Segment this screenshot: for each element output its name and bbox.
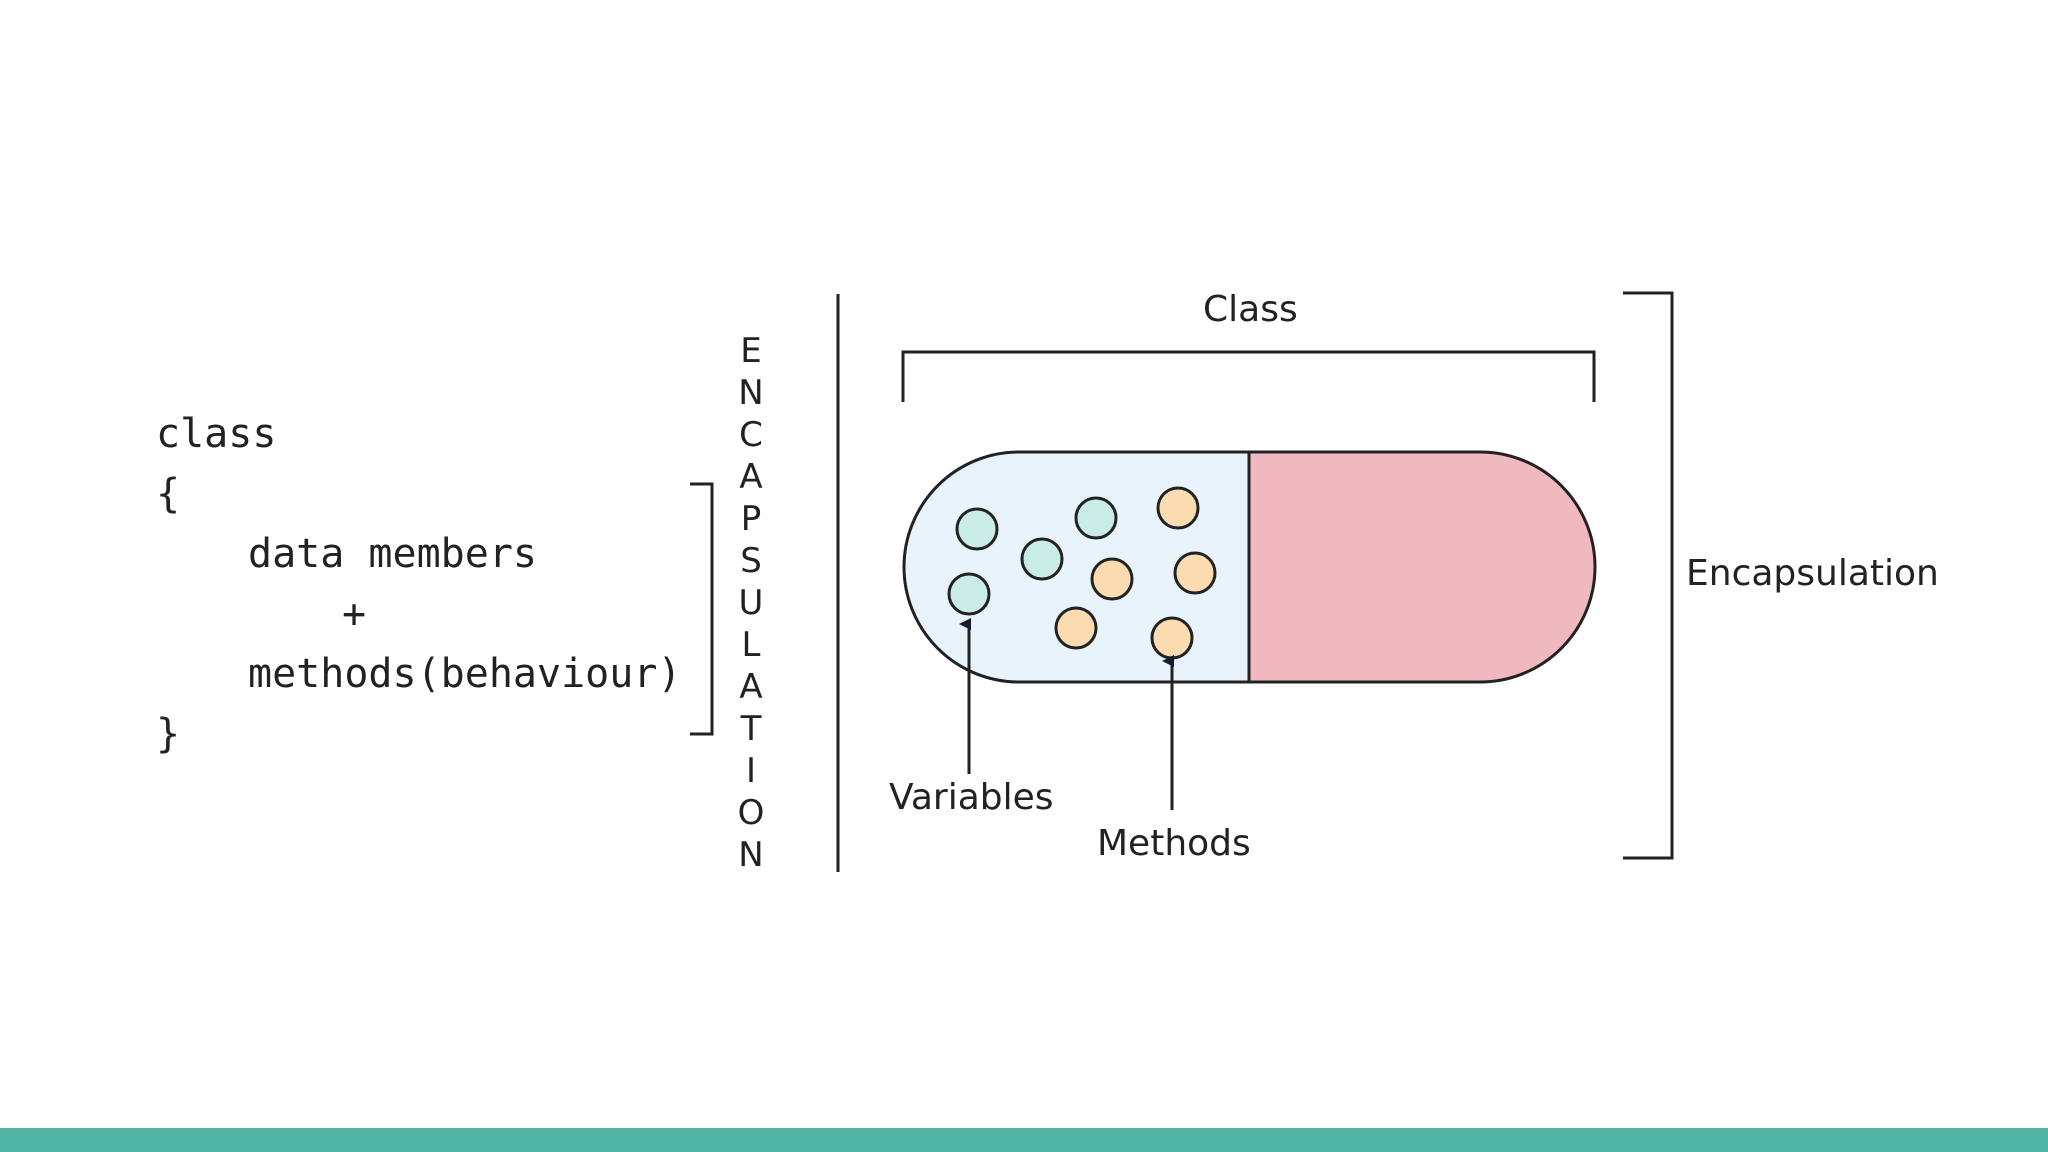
method-dot bbox=[1173, 551, 1217, 595]
method-dot bbox=[1150, 616, 1194, 660]
class-bracket bbox=[901, 350, 1596, 402]
vertical-letter: O bbox=[737, 793, 765, 833]
encapsulation-label: Encapsulation bbox=[1686, 553, 1939, 594]
vertical-letter: I bbox=[745, 751, 757, 791]
capsule-right-half bbox=[1249, 452, 1595, 682]
variable-dot bbox=[947, 572, 991, 616]
code-methods: methods(behaviour) bbox=[248, 651, 682, 697]
vertical-letter: N bbox=[738, 835, 764, 875]
vertical-letter: P bbox=[740, 499, 762, 539]
vertical-letter: N bbox=[738, 373, 764, 413]
vertical-letter: A bbox=[739, 667, 763, 707]
methods-label: Methods bbox=[1097, 823, 1251, 864]
code-plus: + bbox=[342, 591, 367, 637]
code-class-keyword: class bbox=[156, 411, 277, 457]
variables-label: Variables bbox=[889, 777, 1054, 818]
vertical-letter: U bbox=[738, 583, 764, 623]
vertical-letter: A bbox=[739, 457, 763, 497]
method-dots bbox=[1054, 486, 1217, 660]
vertical-letter: S bbox=[740, 541, 762, 581]
variable-dot bbox=[1020, 537, 1064, 581]
class-label: Class bbox=[1203, 289, 1298, 330]
code-bracket bbox=[690, 482, 714, 736]
method-dot bbox=[1054, 606, 1098, 650]
variable-dot bbox=[1074, 496, 1118, 540]
variable-dots bbox=[947, 496, 1118, 616]
vertical-letter: L bbox=[741, 625, 761, 665]
vertical-letter: C bbox=[739, 415, 763, 455]
method-dot bbox=[1090, 557, 1134, 601]
variable-dot bbox=[955, 507, 999, 551]
bottom-accent-bar bbox=[0, 1128, 2048, 1152]
encapsulation-bracket bbox=[1623, 291, 1674, 860]
vertical-letter: E bbox=[740, 331, 762, 371]
method-dot bbox=[1156, 486, 1200, 530]
code-open-brace: { bbox=[156, 471, 181, 517]
vertical-letter: T bbox=[740, 709, 762, 749]
code-data-members: data members bbox=[248, 531, 537, 577]
code-close-brace: } bbox=[156, 711, 181, 757]
